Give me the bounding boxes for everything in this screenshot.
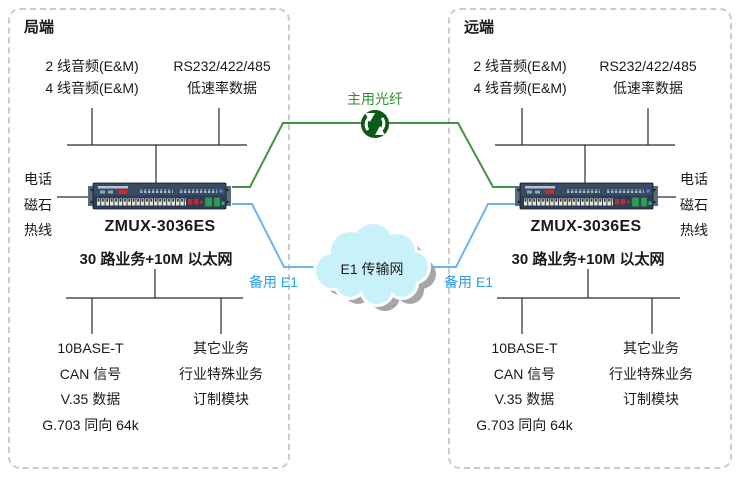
local-services-left: 10BASE-T CAN 信号 V.35 数据 G.703 同向 64k bbox=[18, 336, 163, 438]
green-globe-arrows-icon bbox=[361, 110, 389, 138]
e1-cloud-label: E1 传输网 bbox=[340, 261, 404, 277]
remote-phone-label-2: 磁石 bbox=[680, 196, 708, 213]
backup-e1-label-left: 备用 E1 bbox=[248, 274, 298, 290]
remote-serial-line-1: RS232/422/485 bbox=[599, 58, 697, 74]
local-connector-lines bbox=[57, 108, 247, 334]
remote-audio-line-2: 4 线音频(E&M) bbox=[473, 80, 567, 96]
local-service-3: V.35 数据 bbox=[60, 391, 121, 407]
remote-site-title: 远端 bbox=[464, 19, 495, 36]
remote-services-right: 其它业务 行业特殊业务 订制模块 bbox=[581, 336, 721, 413]
remote-phone-label-1: 电话 bbox=[680, 171, 708, 187]
local-site-title: 局端 bbox=[24, 19, 55, 36]
local-service-2: CAN 信号 bbox=[59, 365, 122, 382]
primary-fiber-label: 主用光纤 bbox=[347, 91, 403, 107]
remote-capacity-title: 30 路业务+10M 以太网 bbox=[511, 251, 665, 268]
local-serial-group: RS232/422/485 低速率数据 bbox=[152, 55, 292, 99]
remote-service-4: G.703 同向 64k bbox=[476, 416, 573, 433]
remote-audio-group: 2 线音频(E&M) 4 线音频(E&M) bbox=[456, 55, 584, 99]
remote-connector-lines bbox=[495, 108, 680, 334]
remote-device-image bbox=[514, 182, 659, 210]
local-service-5: 其它业务 bbox=[193, 340, 249, 356]
remote-phone-label-3: 热线 bbox=[680, 222, 708, 238]
remote-audio-line-1: 2 线音频(E&M) bbox=[473, 58, 567, 74]
backup-e1-label-right: 备用 E1 bbox=[444, 274, 494, 290]
local-phone-label-3: 热线 bbox=[24, 222, 52, 238]
remote-service-1: 10BASE-T bbox=[491, 340, 558, 356]
e1-network-cloud-shape bbox=[313, 221, 436, 311]
local-phone-label-1: 电话 bbox=[24, 171, 52, 187]
local-phone-labels: 电话 磁石 热线 bbox=[24, 167, 52, 244]
remote-services-left: 10BASE-T CAN 信号 V.35 数据 G.703 同向 64k bbox=[452, 336, 597, 438]
local-audio-line-1: 2 线音频(E&M) bbox=[45, 58, 139, 74]
remote-site-panel bbox=[448, 8, 732, 469]
remote-service-7: 订制模块 bbox=[623, 391, 679, 407]
local-serial-line-1: RS232/422/485 bbox=[173, 58, 271, 74]
local-device-image bbox=[87, 182, 232, 210]
local-service-1: 10BASE-T bbox=[57, 340, 124, 356]
local-capacity-title: 30 路业务+10M 以太网 bbox=[79, 251, 233, 268]
local-serial-line-2: 低速率数据 bbox=[187, 80, 257, 96]
remote-serial-line-2: 低速率数据 bbox=[613, 80, 683, 96]
remote-device-label: ZMUX-3036ES bbox=[530, 218, 642, 235]
remote-service-6: 行业特殊业务 bbox=[609, 365, 693, 382]
local-audio-line-2: 4 线音频(E&M) bbox=[45, 80, 139, 96]
remote-service-3: V.35 数据 bbox=[494, 391, 555, 407]
remote-service-2: CAN 信号 bbox=[493, 365, 556, 382]
remote-serial-group: RS232/422/485 低速率数据 bbox=[578, 55, 718, 99]
local-service-7: 订制模块 bbox=[193, 391, 249, 407]
local-audio-group: 2 线音频(E&M) 4 线音频(E&M) bbox=[28, 55, 156, 99]
remote-service-5: 其它业务 bbox=[623, 340, 679, 356]
local-service-6: 行业特殊业务 bbox=[179, 365, 263, 382]
local-services-right: 其它业务 行业特殊业务 订制模块 bbox=[151, 336, 291, 413]
local-site-panel bbox=[8, 8, 290, 469]
remote-phone-labels: 电话 磁石 热线 bbox=[680, 167, 708, 244]
local-phone-label-2: 磁石 bbox=[24, 196, 52, 213]
local-device-label: ZMUX-3036ES bbox=[104, 218, 216, 235]
local-service-4: G.703 同向 64k bbox=[42, 416, 139, 433]
